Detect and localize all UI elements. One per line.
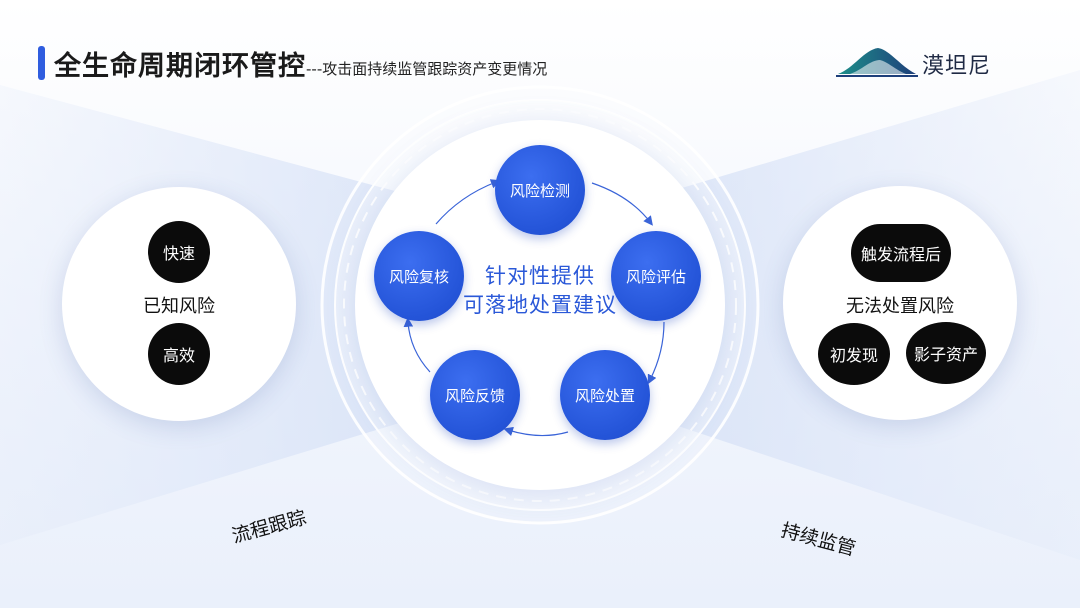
shadow-asset-badge: 影子资产 [906,322,986,384]
first-found-badge: 初发现 [818,323,890,385]
dashed-ring [343,108,737,502]
node-risk-handling: 风险处置 [560,350,650,440]
arrow-detect-to-assess [591,182,653,226]
fast-badge: 快速 [148,221,210,283]
title-accent-bar [38,46,45,80]
arrow-assess-to-handle [647,321,665,385]
after-trigger-badge: 触发流程后 [851,224,951,282]
efficient-badge: 高效 [148,323,210,385]
known-risk-label: 已知风险 [143,296,215,317]
node-risk-detection: 风险检测 [495,145,585,235]
unhandled-risk-label: 无法处置风险 [846,296,954,317]
node-risk-assessment: 风险评估 [611,231,701,321]
outer-ring [320,85,760,525]
center-line-2: 可落地处置建议 [463,293,617,317]
node-risk-review: 风险复核 [374,231,464,321]
center-line-1: 针对性提供 [485,264,595,288]
page-title: 全生命周期闭环管控 [54,51,306,82]
mountain-logo-icon [836,48,918,77]
cycle-center-text: 针对性提供 可落地处置建议 [440,262,640,320]
logo-text: 漠坦尼 [922,54,992,79]
arrow-feedback-to-review [403,317,431,373]
node-risk-feedback: 风险反馈 [430,350,520,440]
page-subtitle: ---攻击面持续监管跟踪资产变更情况 [306,60,548,78]
arrow-review-to-detect [435,179,501,225]
arrow-handle-to-feedback [503,426,569,437]
